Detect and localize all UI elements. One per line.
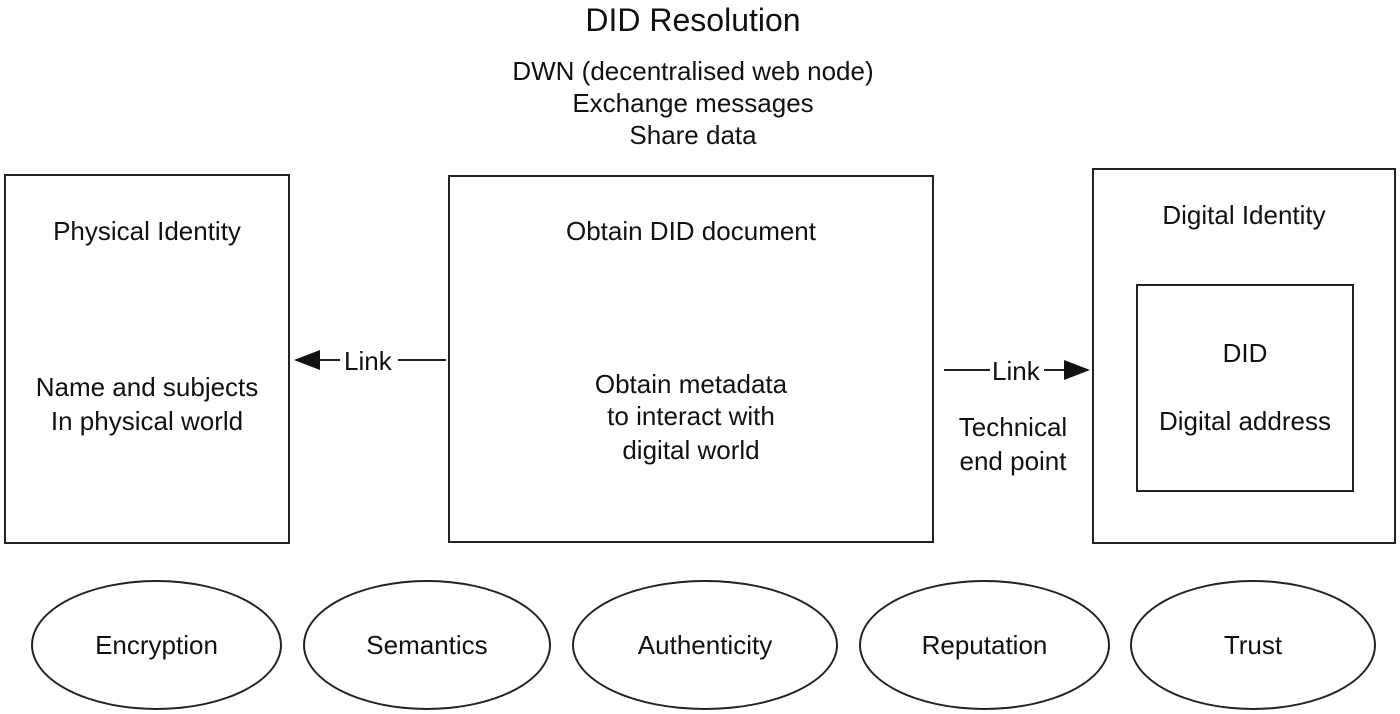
did-inner-box: DID Digital address — [1136, 284, 1354, 492]
right-link-arrowhead — [1064, 360, 1090, 380]
header-line-share: Share data — [629, 120, 757, 150]
physical-identity-box: Physical Identity Name and subjects In p… — [4, 174, 290, 544]
did-document-line1: Obtain metadata — [594, 369, 788, 399]
did-document-box: Obtain DID document Obtain metadata to i… — [448, 175, 934, 543]
header-line-dwn: DWN (decentralised web node) — [512, 56, 874, 86]
header-line-exchange: Exchange messages — [572, 88, 814, 118]
did-document-line3: digital world — [622, 435, 760, 465]
physical-identity-line1: Name and subjects — [35, 372, 259, 402]
pillar-semantics: Semantics — [303, 580, 551, 710]
did-inner-text: Digital address — [1159, 406, 1331, 436]
pillar-reputation: Reputation — [859, 580, 1110, 710]
did-document-line2: to interact with — [607, 401, 775, 431]
right-link-note-line2: end point — [959, 446, 1067, 476]
left-link-arrowhead — [294, 350, 320, 370]
diagram-title: DID Resolution — [585, 2, 801, 38]
right-link-label: Link — [992, 356, 1040, 386]
digital-identity-title: Digital Identity — [1162, 200, 1326, 230]
right-link-note-line1: Technical — [958, 412, 1068, 442]
digital-identity-box: Digital Identity DID Digital address — [1092, 168, 1396, 544]
physical-identity-title: Physical Identity — [53, 216, 241, 246]
pillar-trust: Trust — [1130, 580, 1376, 710]
pillar-encryption: Encryption — [31, 580, 282, 710]
did-document-title: Obtain DID document — [565, 216, 816, 246]
physical-identity-line2: In physical world — [50, 406, 244, 436]
did-inner-title: DID — [1222, 338, 1268, 368]
pillar-authenticity: Authenticity — [572, 580, 838, 710]
left-link-label: Link — [344, 346, 392, 376]
